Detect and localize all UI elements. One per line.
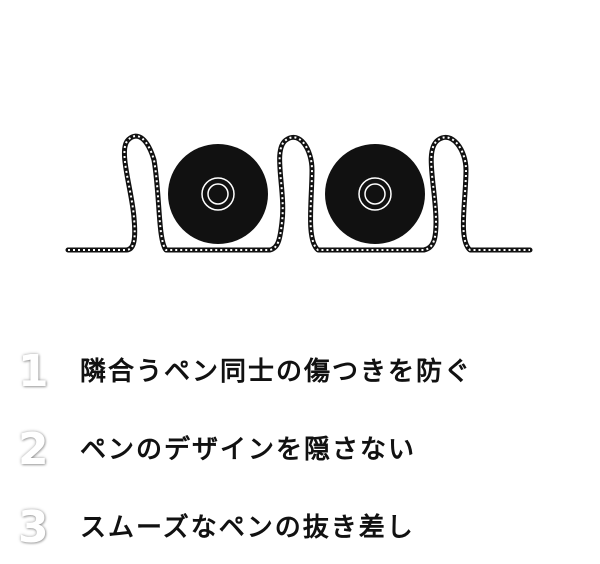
pen-left xyxy=(168,144,268,244)
feature-text: 隣合うペン同士の傷つきを防ぐ xyxy=(80,357,473,387)
feature-text: スムーズなペンの抜き差し xyxy=(80,513,415,543)
feature-item: 3 スムーズなペンの抜き差し xyxy=(0,498,600,558)
feature-text: ペンのデザインを隠さない xyxy=(80,435,417,465)
pen-holder-loop-illustration xyxy=(65,133,533,253)
feature-item: 2 ペンのデザインを隠さない xyxy=(0,420,600,480)
feature-item: 1 隣合うペン同士の傷つきを防ぐ xyxy=(0,342,600,402)
pen-right xyxy=(325,144,425,244)
feature-number: 2 xyxy=(18,424,49,475)
elastic-cord xyxy=(65,133,533,253)
feature-number: 1 xyxy=(18,346,49,397)
feature-number: 3 xyxy=(18,502,49,553)
elastic-cord-stripes xyxy=(68,135,530,251)
